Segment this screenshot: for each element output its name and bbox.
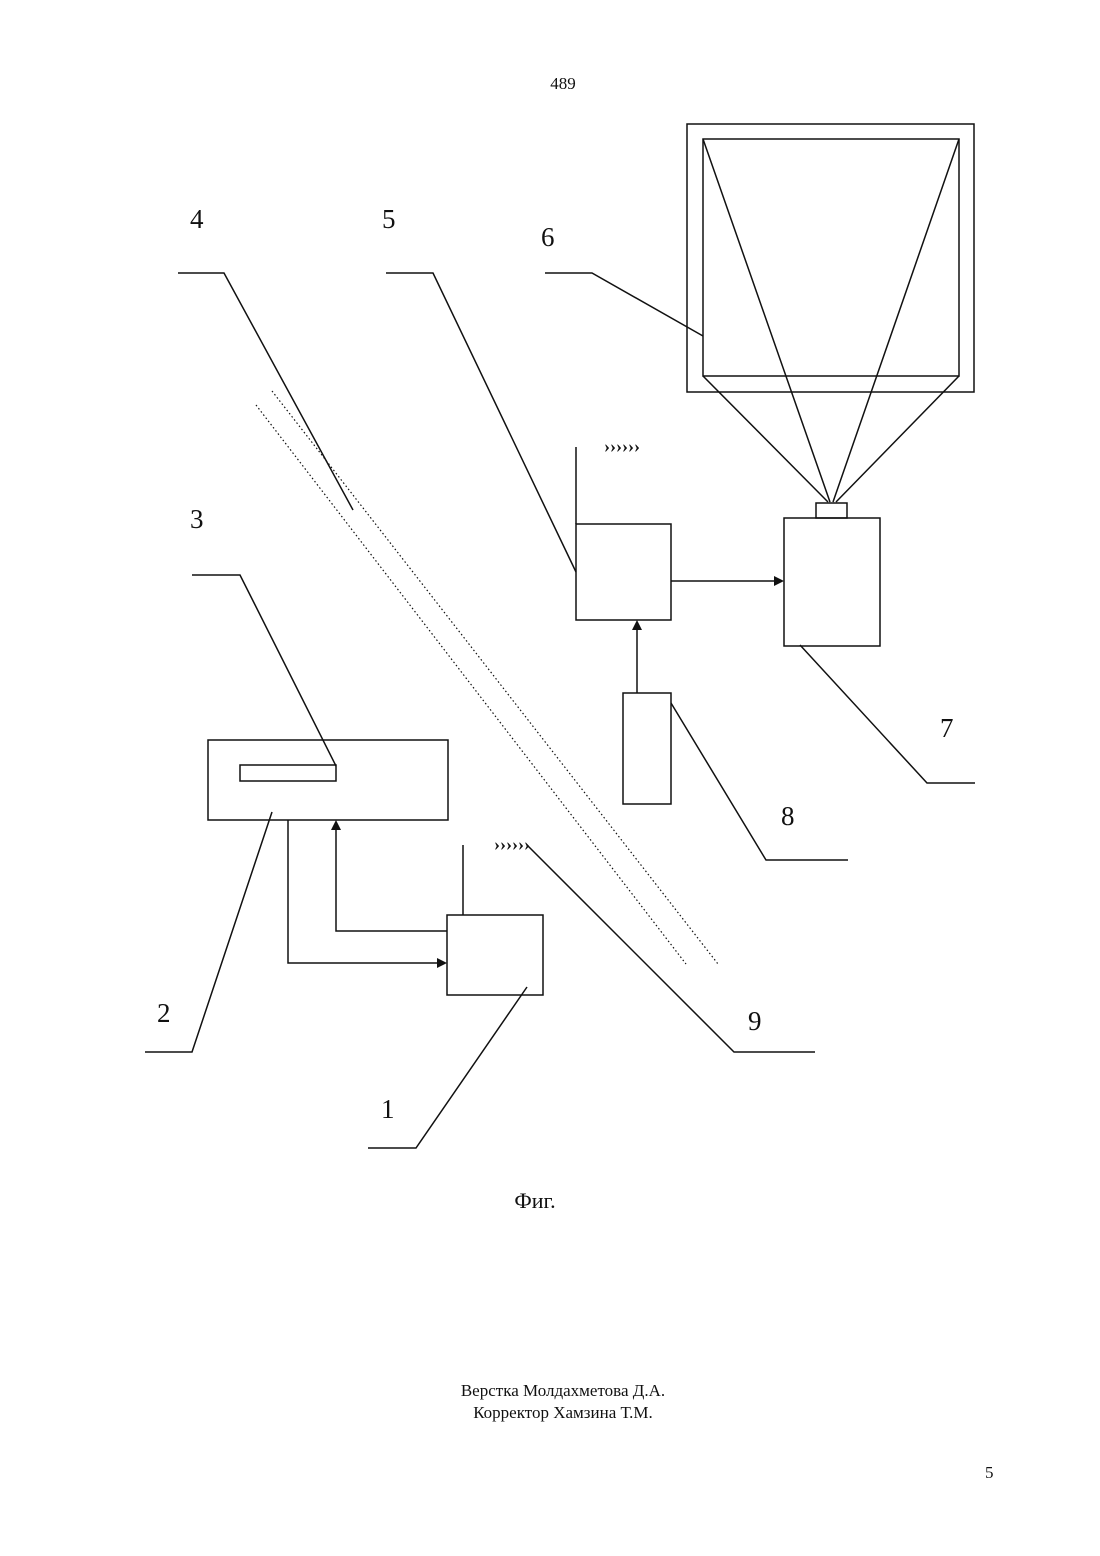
callout-label-7: 7 [940, 713, 954, 743]
main-unit-block [208, 740, 448, 820]
arrow-to-projector [774, 576, 784, 586]
transmitter-to-unit-line [336, 828, 447, 931]
wave-mark-lower: ›››››› [494, 834, 530, 854]
signal-beam-line [256, 405, 686, 964]
callout-label-2: 2 [157, 998, 171, 1028]
leader-line-3 [192, 575, 336, 766]
arrow-to-main-unit [331, 820, 341, 830]
screen-outer-frame [687, 124, 974, 392]
unit-to-transmitter-line [288, 820, 439, 963]
callout-label-1: 1 [381, 1094, 395, 1124]
callout-label-8: 8 [781, 801, 795, 831]
screen-inner-frame [703, 139, 959, 376]
projection-ray [703, 139, 830, 502]
wave-mark-upper: ›››››› [604, 436, 640, 456]
leader-line-8 [671, 703, 848, 860]
arrow-to-receiver [632, 620, 642, 630]
layout-credit: Верстка Молдахметова Д.А. [0, 1380, 1100, 1402]
callout-label-4: 4 [190, 204, 204, 234]
arrow-to-transmitter [437, 958, 447, 968]
projector-lens [816, 503, 847, 518]
callout-label-9: 9 [748, 1006, 762, 1036]
projector-block [784, 518, 880, 646]
leader-line-4 [178, 273, 353, 510]
receiver-block [576, 524, 671, 620]
signal-beam-line [272, 391, 718, 964]
callout-label-5: 5 [382, 204, 396, 234]
projection-ray [833, 139, 959, 502]
page-number-bottom: 5 [985, 1463, 994, 1483]
projection-ray [703, 376, 828, 502]
leader-line-9 [527, 845, 815, 1052]
control-block [623, 693, 671, 804]
credits-block: Верстка Молдахметова Д.А. Корректор Хамз… [0, 1380, 1100, 1424]
transmitter-block [447, 915, 543, 995]
callout-label-3: 3 [190, 504, 204, 534]
figure-caption: Фиг. [0, 1188, 1070, 1214]
proofreader-credit: Корректор Хамзина Т.М. [0, 1402, 1100, 1424]
display-slot [240, 765, 336, 781]
leader-line-6 [545, 273, 703, 336]
callout-label-6: 6 [541, 222, 555, 252]
leader-line-5 [386, 273, 576, 572]
